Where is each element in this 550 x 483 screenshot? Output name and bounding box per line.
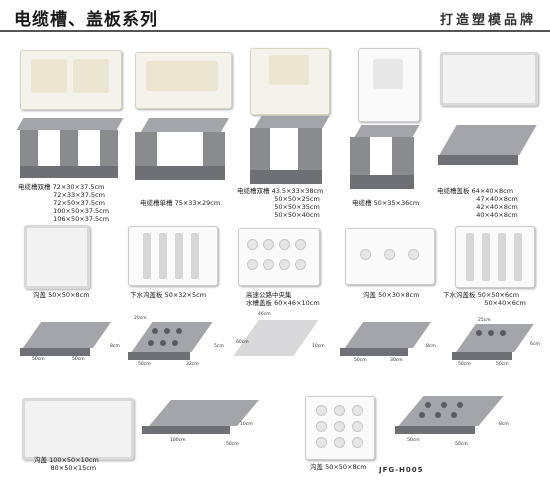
ditch-cover-4-mold-photo — [305, 396, 375, 460]
dim-b4: 5cm — [214, 344, 224, 349]
dim-a2: 50cm — [72, 357, 85, 362]
dim-e2: 50cm — [458, 362, 471, 367]
dim-a3: 8cm — [110, 344, 120, 349]
brand-slogan: 打造塑模品牌 — [439, 13, 536, 28]
dim-d3: 8cm — [426, 344, 436, 349]
dim-b1: 20cm — [134, 316, 147, 321]
dim-b3: 32cm — [186, 362, 199, 367]
ditch-cover-2-product-photo: 50cm 30cm 8cm — [340, 322, 436, 372]
dim-d1: 50cm — [354, 358, 367, 363]
ditch-cover-3-product-photo: 100cm 50cm 10cm — [140, 398, 260, 454]
drain-cover-2-mold-photo — [455, 226, 535, 288]
drain-cover-1-mold-photo — [128, 226, 218, 286]
dim-f2: 50cm — [226, 442, 239, 447]
dim-c3: 10cm — [312, 344, 325, 349]
drain-cover-2-product-photo: 25cm 50cm 50cm 6cm — [452, 318, 544, 372]
double-trough-2-product-photo — [250, 116, 330, 184]
double-trough-mold-photo — [20, 50, 122, 110]
dim-f3: 10cm — [240, 422, 253, 427]
trough-cover-product-photo — [438, 125, 537, 173]
dim-b2: 50cm — [138, 362, 151, 367]
ditch-cover-3-mold-photo — [22, 398, 134, 460]
dim-a1: 50cm — [32, 357, 45, 362]
caption-ditch-cover-2: 沟盖 50×30×8cm — [363, 291, 420, 299]
dim-g1: 50cm — [407, 438, 420, 443]
caption-drain-cover-1: 下水沟盖板 50×32×5cm — [130, 291, 207, 299]
dim-e3: 50cm — [496, 362, 509, 367]
dim-f1: 100cm — [170, 438, 186, 443]
dim-d2: 30cm — [390, 358, 403, 363]
trough-product-photo — [350, 125, 420, 190]
dim-e4: 6cm — [530, 342, 540, 347]
double-trough-product-photo — [16, 118, 124, 178]
caption-ditch-cover-4: 沟盖 50×50×8cm — [310, 463, 367, 471]
single-trough-mold-photo — [135, 52, 232, 109]
ditch-cover-1-mold-photo — [24, 225, 90, 289]
median-cover-mold-photo — [238, 228, 320, 286]
dim-c1: 46cm — [258, 312, 271, 317]
dim-g3: 8cm — [499, 422, 509, 427]
caption-ditch-cover-3: 沟盖 100×50×10cm 80×50×15cm — [34, 456, 99, 472]
product-code: JFG-H005 — [379, 466, 424, 474]
caption-drain-cover-2: 下水沟盖板 50×50×6cm 50×40×6cm — [443, 291, 526, 307]
caption-single-trough: 电缆槽单槽 75×33×29cm — [140, 199, 221, 207]
trough-cover-mold-photo — [440, 52, 538, 106]
ditch-cover-4-product-photo: 50cm 50cm 8cm — [395, 396, 515, 454]
trough-mold-photo — [358, 48, 420, 122]
caption-trough: 电缆槽 50×35×36cm — [352, 199, 420, 207]
caption-median-cover: 高速公路中央集 水槽盖板 60×46×10cm — [246, 291, 320, 307]
dim-c2: 60cm — [236, 340, 249, 345]
ditch-cover-1-product-photo: 50cm 50cm 8cm — [20, 322, 120, 370]
caption-trough-cover: 电缆槽盖板 64×40×8cm 47×40×8cm 42×40×8cm 40×4… — [437, 187, 518, 219]
single-trough-product-photo — [135, 118, 230, 180]
dim-e1: 25cm — [478, 318, 491, 323]
drain-cover-1-product-photo: 20cm 50cm 32cm 5cm — [128, 314, 226, 372]
double-trough-2-mold-photo — [250, 48, 330, 115]
dim-g2: 50cm — [455, 442, 468, 447]
ditch-cover-2-mold-photo — [345, 228, 435, 285]
page-title: 电缆槽、盖板系列 — [14, 10, 158, 30]
header-bar: 电缆槽、盖板系列 打造塑模品牌 — [0, 0, 550, 32]
caption-double-trough-2: 电缆槽双槽 43.5×33×38cm 50×50×25cm 50×50×35cm… — [237, 187, 324, 219]
caption-ditch-cover-1: 沟盖 50×50×8cm — [33, 291, 90, 299]
caption-double-trough: 电缆槽双槽 72×30×37.5cm 72×33×37.5cm 72×50×37… — [18, 183, 110, 223]
median-cover-product-photo: 46cm 60cm 10cm — [233, 312, 326, 372]
